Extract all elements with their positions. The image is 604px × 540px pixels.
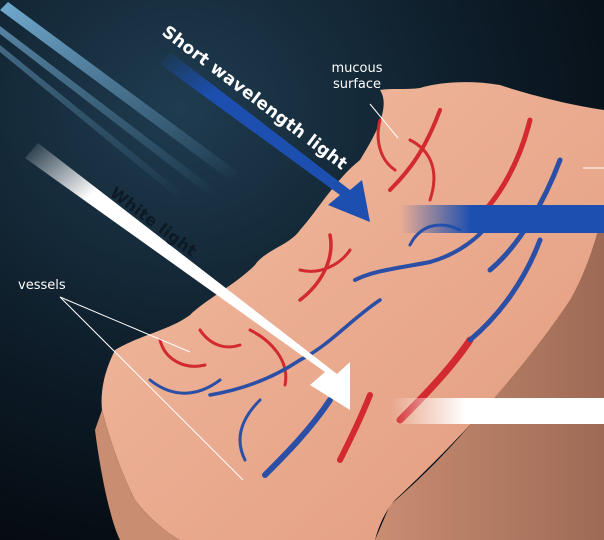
mucous-label-line1: mucous: [318, 61, 396, 77]
vessels-label: vessels: [18, 278, 66, 294]
mucous-label-line2: surface: [318, 77, 396, 93]
mucous-surface-label: mucous surface: [318, 61, 396, 93]
